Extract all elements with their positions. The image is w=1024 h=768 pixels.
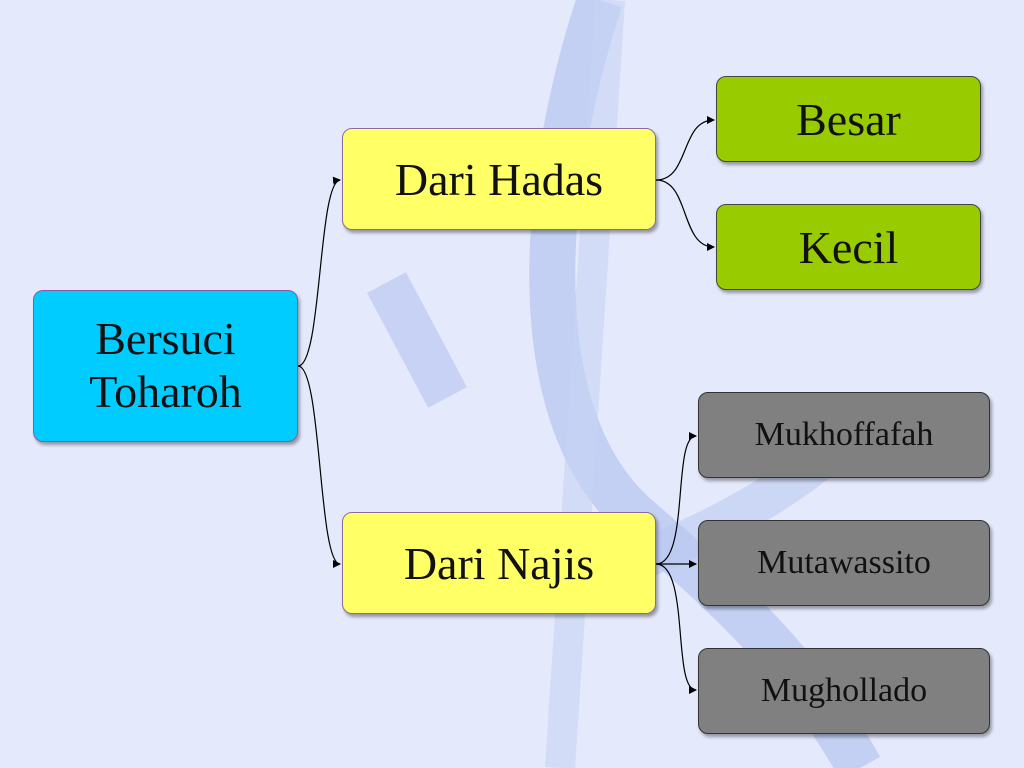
connector-najis-mughollado [655,563,697,694]
connector-hadas-kecil [655,179,715,251]
mughollado-node: Mughollado [698,648,990,734]
hadas-node: Dari Hadas [342,128,656,230]
connector-hadas-besar [655,116,715,181]
mukhoffafah-label: Mukhoffafah [754,416,934,453]
mutawassito-label: Mutawassito [757,544,931,581]
root-label: Bersuci Toharoh [89,313,242,417]
watermark-bar [367,272,467,408]
connector-najis-mukhoffafah [655,432,697,565]
kecil-node: Kecil [716,204,981,290]
mutawassito-node: Mutawassito [698,520,990,606]
connector-root-hadas [297,176,341,367]
besar-label: Besar [796,93,901,145]
najis-node: Dari Najis [342,512,656,614]
hadas-label: Dari Hadas [394,153,604,205]
kecil-label: Kecil [798,221,899,273]
mughollado-label: Mughollado [760,672,928,709]
besar-node: Besar [716,76,981,162]
connector-root-najis [297,365,341,568]
root-node: Bersuci Toharoh [33,290,298,442]
najis-label: Dari Najis [403,537,595,589]
mukhoffafah-node: Mukhoffafah [698,392,990,478]
